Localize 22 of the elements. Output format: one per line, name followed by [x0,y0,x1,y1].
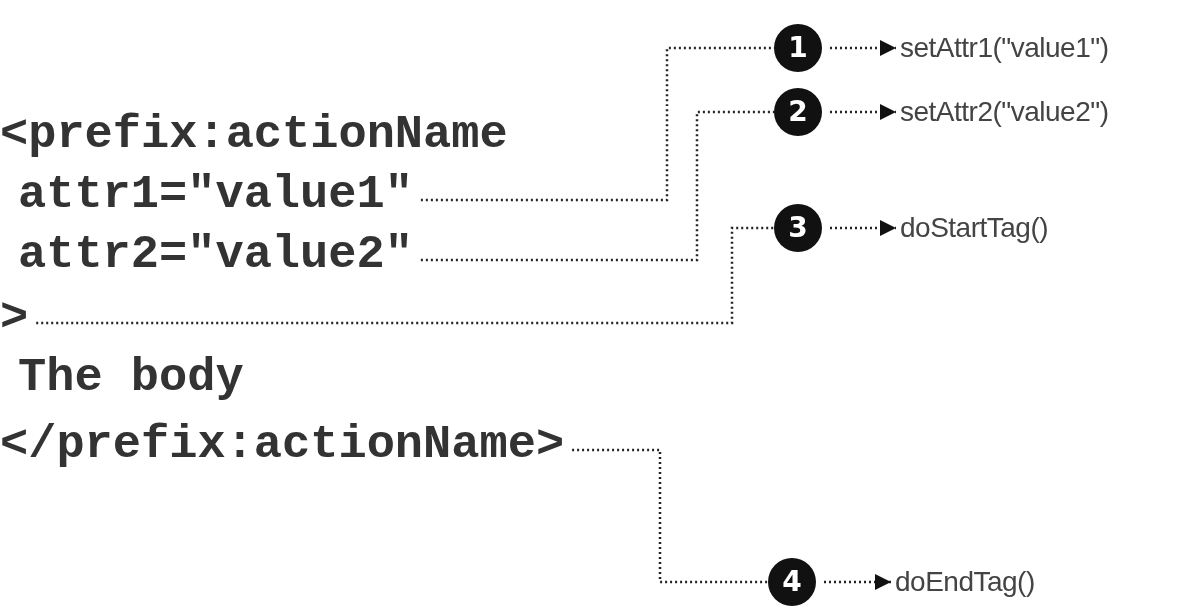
dotted-arrow [830,104,896,120]
dotted-connector [36,226,774,325]
method-call: setAttr2("value2") [900,95,1109,129]
dotted-connector [420,46,774,202]
code-line: attr1="value1" [18,170,413,220]
code-line: attr2="value2" [18,230,413,280]
step-number: 1 [774,24,822,72]
dotted-arrow [830,40,896,56]
code-line: </prefix:actionName> [0,420,565,470]
method-call: setAttr1("value1") [900,31,1109,65]
step-number: 4 [768,558,816,606]
step-number: 3 [774,204,822,252]
step-number: 2 [774,88,822,136]
method-call: doEndTag() [895,565,1035,599]
dotted-arrow [824,574,891,590]
dotted-connector [572,448,768,584]
code-line: <prefix:actionName [0,110,508,160]
method-call: doStartTag() [900,211,1049,245]
code-line: The body [18,353,244,403]
code-line: > [0,293,29,343]
dotted-connector [420,110,774,262]
dotted-arrow [830,220,896,236]
